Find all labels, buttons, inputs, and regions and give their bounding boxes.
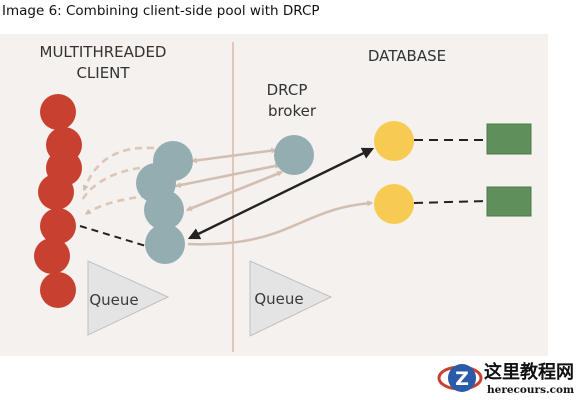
pooled-connection [144,190,184,230]
drcp-broker-node [274,135,314,175]
watermark-url: herecours.com [487,384,574,396]
watermark-logo-letter: Z [455,368,469,390]
client-queue-shape [87,260,170,336]
client-pool [136,141,193,264]
database-session [486,186,532,217]
idle-thread-links [80,146,155,216]
client-threads [34,94,82,308]
broker-queue-shape [249,260,333,337]
idle-server-arrow [187,200,374,246]
server-process [374,121,414,161]
client-thread [40,272,76,308]
watermark: Z 这里教程网 herecours.com [437,361,574,396]
figure-caption: Image 6: Combining client-side pool with… [2,3,320,19]
client-thread [38,174,74,210]
broker-queue-label: Queue [254,290,303,308]
database-section-label: DATABASE [368,47,446,65]
watermark-logo-badge [448,364,476,392]
broker-label-line1: DRCP [267,81,308,99]
pooled-connection [145,224,185,264]
watermark-chinese-text: 这里教程网 [484,361,574,383]
session-link [413,200,488,204]
client-thread [34,238,70,274]
client-section-label-line2: CLIENT [76,64,130,82]
server-process [374,184,414,224]
database-session [486,123,532,155]
active-connection-arrow [187,147,375,240]
client-thread [40,94,76,130]
client-queue-label: Queue [89,291,138,309]
client-section-label-line1: MULTITHREADED [40,43,167,61]
broker-label-line2: broker [268,102,317,120]
client-thread [40,208,76,244]
